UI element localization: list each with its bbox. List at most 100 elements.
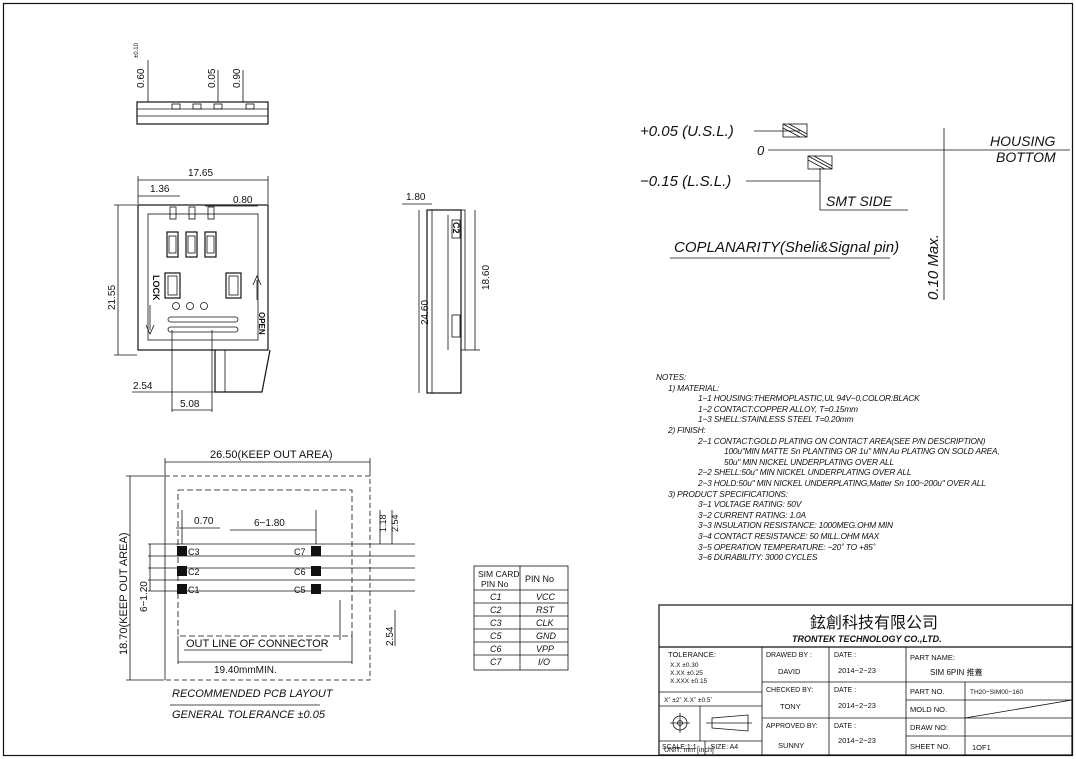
dim-6120: 6−1.20	[139, 581, 150, 612]
pin-c2: C2	[188, 567, 200, 577]
scale-size-cell: SCALE:1:1 SIZE: A4	[662, 744, 738, 751]
date-label-1: DATE :	[834, 652, 856, 659]
pin-row-card: C1	[490, 592, 502, 602]
zero-label: 0	[757, 143, 765, 158]
keep-out-w: 26.50(KEEP OUT AREA)	[210, 449, 332, 461]
note-line: 2−2 SHELL:50u" MIN NICKEL UNDERPLATING O…	[698, 467, 912, 478]
dim-070: 0.70	[194, 516, 214, 527]
draw-no-label: DRAW NO:	[910, 723, 948, 732]
open-label: OPEN	[257, 312, 266, 335]
dim-pitch: 6−1.80	[254, 518, 285, 529]
pin-c6: C6	[294, 567, 306, 577]
pin-row-card: C3	[490, 618, 502, 628]
keep-out-h: 18.70(KEEP OUT AREA)	[118, 533, 130, 655]
tol-1: X.X ±0.30	[670, 662, 699, 669]
title-block: 鉉創科技有限公司 TRONTEK TECHNOLOGY CO.,LTD. TOL…	[658, 604, 1073, 756]
note-line: 1−2 CONTACT:COPPER ALLOY, T=0.15mm	[698, 403, 858, 414]
pcb-layout: 26.50(KEEP OUT AREA) 18.70(KEEP OUT AREA…	[118, 449, 415, 721]
pin-row-pin: RST	[536, 605, 556, 615]
side-mark: C2	[451, 222, 461, 234]
dim-118: 1.18	[378, 514, 388, 532]
scale-text: SCALE:1:1	[662, 744, 697, 751]
front-view: LOCK OPEN 17.65 1.36 0.80 21.55 2.54 5.0…	[107, 168, 271, 412]
note-line: 2−3 HOLD:50u" MIN NICKEL UNDERPLATING,Ma…	[698, 477, 986, 488]
coplanarity-diagram: +0.05 (U.S.L.) 0 −0.15 (L.S.L.) SMT SIDE…	[640, 123, 1070, 300]
general-tolerance: GENERAL TOLERANCE ±0.05	[172, 709, 326, 721]
date-2: 2014−2−23	[838, 701, 876, 710]
smt-side-label: SMT SIDE	[826, 193, 893, 209]
dim-side-h: 24.60	[420, 300, 431, 325]
pin-row-pin: I/O	[538, 657, 550, 667]
pcb-caption: RECOMMENDED PCB LAYOUT	[172, 688, 334, 700]
note-line: 3−1 VOLTAGE RATING: 50V	[698, 499, 802, 510]
date-label-2: DATE :	[834, 687, 856, 694]
dim-080: 0.80	[233, 195, 253, 206]
outline-label: OUT LINE OF CONNECTOR	[186, 638, 329, 650]
date-1: 2014−2−23	[838, 666, 876, 675]
min-width: 19.40mmMIN.	[214, 665, 277, 676]
note-section: 1) MATERIAL:	[668, 382, 719, 393]
pin-c5: C5	[294, 585, 306, 595]
dim-top-b: 0.05	[207, 68, 218, 88]
drawed-by: DAVID	[778, 667, 801, 676]
notes-heading: NOTES:	[656, 372, 686, 382]
tol-3: X.XXX ±0.15	[670, 678, 708, 685]
note-line: 50u" MIN NICKEL UNDERPLATING OVER ALL	[724, 456, 894, 467]
note-line: 2−1 CONTACT:GOLD PLATING ON CONTACT AREA…	[698, 435, 986, 446]
dim-width: 17.65	[188, 168, 213, 179]
pin-table-header-1b: PIN No	[481, 579, 509, 589]
top-view: 0.60 ±0.10 0.05 0.90	[134, 42, 269, 125]
company-en: TRONTEK TECHNOLOGY CO.,LTD.	[792, 634, 942, 644]
housing-bottom-1: HOUSING	[990, 133, 1055, 149]
coplanarity-title: COPLANARITY(Sheli&Signal pin)	[674, 239, 899, 256]
lock-label: LOCK	[151, 275, 161, 301]
dim-height: 21.55	[107, 285, 118, 310]
note-section: 2) FINISH:	[668, 424, 706, 435]
dim-254: 2.54	[133, 381, 153, 392]
pin-row-pin: GND	[536, 631, 557, 641]
pin-row-pin: VCC	[536, 592, 556, 602]
part-name: SIM 6PIN 推蓋	[930, 667, 982, 677]
mold-no-label: MOLD NO.	[910, 705, 947, 714]
approved-by: SUNNY	[778, 741, 804, 750]
side-view: C2 1.80 24.60 18.60	[402, 192, 492, 394]
pin-row-card: C6	[490, 644, 502, 654]
usl-label: +0.05 (U.S.L.)	[640, 123, 734, 140]
company-cn: 鉉創科技有限公司	[810, 614, 938, 632]
pin-c1: C1	[188, 585, 200, 595]
pin-table: SIM CARD PIN No PIN No C1 VCC C2 RST C3 …	[473, 565, 569, 671]
drawed-by-label: DRAWED BY :	[766, 652, 812, 659]
pin-c3: C3	[188, 547, 200, 557]
dim-254b: 2.54	[390, 514, 400, 532]
date-label-3: DATE :	[834, 723, 856, 730]
note-line: 3−4 CONTACT RESISTANCE: 50 MILL.OHM MAX	[698, 530, 880, 541]
pin-row-pin: VPP	[536, 644, 554, 654]
part-no: TH20−SIM00−160	[970, 689, 1024, 696]
dim-254c: 2.54	[385, 626, 396, 646]
approved-by-label: APPROVED BY:	[766, 723, 818, 730]
tolerance-label: TOLERANCE:	[668, 650, 716, 659]
checked-by-label: CHECKED BY:	[766, 687, 813, 694]
note-line: 1−1 HOUSING:THERMOPLASTIC,UL 94V−0,COLOR…	[698, 393, 920, 404]
sheet-no: 1OF1	[972, 743, 991, 752]
max-label: 0.10 Max.	[925, 234, 942, 300]
notes-block: NOTES: 1) MATERIAL: 1−1 HOUSING:THERMOPL…	[656, 372, 1071, 563]
note-line: 1−3 SHELL:STAINLESS STEEL T=0.20mm	[698, 414, 854, 425]
checked-by: TONY	[780, 702, 801, 711]
pin-row-pin: CLK	[536, 618, 555, 628]
sheet-no-label: SHEET NO.	[910, 742, 950, 751]
pin-row-card: C2	[490, 605, 502, 615]
dim-136: 1.36	[150, 184, 170, 195]
projection-symbol-icon	[670, 713, 752, 733]
note-section: 3) PRODUCT SPECIFICATIONS:	[668, 488, 788, 499]
note-line: 3−5 OPERATION TEMPERATURE: −20˚ TO +85˚	[698, 541, 876, 552]
part-no-label: PART NO.	[910, 687, 945, 696]
dim-side-h2: 18.60	[481, 265, 492, 290]
size-text: SIZE: A4	[710, 744, 739, 751]
note-line: 3−3 INSULATION RESISTANCE: 1000MEG.OHM M…	[698, 520, 893, 531]
pin-row-card: C7	[490, 657, 502, 667]
pin-c7: C7	[294, 547, 306, 557]
dim-top-a-tol: ±0.10	[134, 42, 140, 58]
